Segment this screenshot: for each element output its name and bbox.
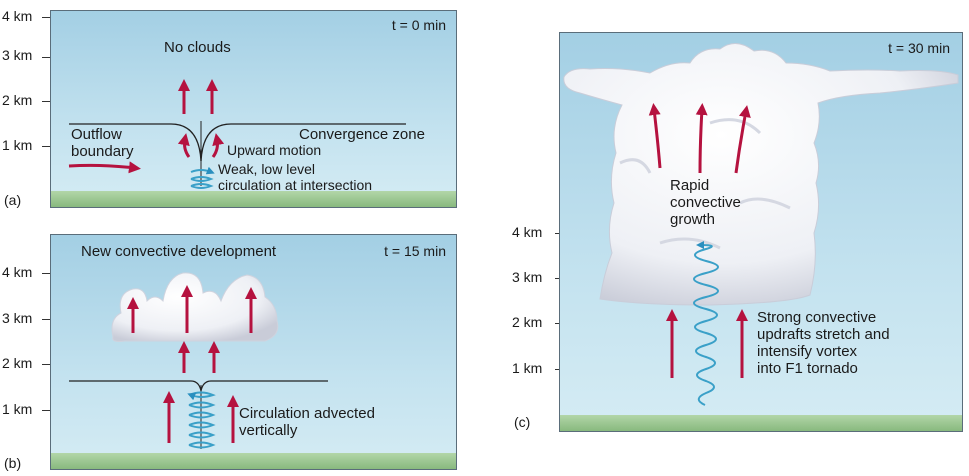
- ground: [560, 415, 962, 431]
- panel-a: t = 0 min No clouds Outflow boundary Con…: [50, 10, 457, 208]
- altitude-3km-b: 3 km: [2, 310, 33, 326]
- panel-label-b: (b): [4, 455, 22, 471]
- outflow-label-1: Outflow: [71, 126, 122, 143]
- convergence-line: [200, 123, 406, 162]
- strong-updrafts-label-4: into F1 tornado: [757, 360, 858, 377]
- rapid-growth-label-1: Rapid: [670, 177, 710, 194]
- panel-a-drawing: [68, 79, 406, 189]
- tick: [42, 273, 54, 274]
- time-label-a: t = 0 min: [391, 17, 446, 33]
- altitude-1km-a: 1 km: [2, 137, 33, 153]
- upward-motion-label: Upward motion: [227, 142, 322, 158]
- circulation-label-1: Circulation advected: [239, 405, 375, 422]
- altitude-3km-a: 3 km: [2, 47, 33, 63]
- panel-c-drawing: [563, 43, 959, 406]
- no-clouds-label: No clouds: [164, 39, 231, 56]
- small-cumulus-cloud: [111, 272, 279, 342]
- altitude-1km-c: 1 km: [512, 360, 543, 376]
- altitude-4km-b: 4 km: [2, 264, 33, 280]
- rapid-growth-label-3: growth: [670, 211, 716, 228]
- boundary-line: [69, 380, 328, 392]
- strong-updrafts-label-1: Strong convective: [757, 309, 877, 326]
- panel-b: t = 15 min New convective development Ci…: [50, 234, 457, 470]
- inflow-arrow-left: [177, 133, 191, 158]
- panel-label-c: (c): [514, 414, 531, 430]
- altitude-2km-c: 2 km: [512, 314, 543, 330]
- rapid-growth-label-2: convective: [670, 194, 741, 211]
- outflow-label-2: boundary: [71, 143, 134, 160]
- altitude-4km-a: 4 km: [2, 8, 33, 24]
- altitude-1km-b: 1 km: [2, 401, 33, 417]
- tick: [42, 57, 54, 58]
- tick: [42, 364, 54, 365]
- tick: [42, 17, 54, 18]
- tick: [42, 146, 54, 147]
- altitude-3km-c: 3 km: [512, 269, 543, 285]
- panel-b-drawing: [69, 272, 328, 449]
- tick: [42, 410, 54, 411]
- circulation-label-2: vertically: [239, 422, 298, 439]
- panel-label-a: (a): [4, 192, 22, 208]
- vortex: [189, 393, 216, 449]
- strong-updrafts-label-3: intensify vortex: [757, 343, 858, 360]
- new-convective-title: New convective development: [81, 243, 277, 260]
- time-label-c: t = 30 min: [888, 40, 950, 56]
- inflow-arrow-right: [211, 133, 225, 158]
- tornado-vortex: [693, 241, 719, 406]
- time-label-b: t = 15 min: [384, 243, 446, 259]
- outflow-boundary-line: [69, 123, 202, 162]
- thunderstorm-cloud: [563, 43, 959, 306]
- outflow-arrow: [68, 161, 141, 174]
- convergence-label: Convergence zone: [299, 126, 425, 143]
- tick: [42, 319, 54, 320]
- cloud-updraft-right: [734, 105, 751, 174]
- strong-updrafts-label-2: updrafts stretch and: [757, 326, 890, 343]
- tick: [42, 101, 54, 102]
- cloud-updraft-middle: [695, 103, 708, 174]
- panel-c: t = 30 min Rapid convective growth Stron…: [559, 32, 963, 432]
- altitude-2km-a: 2 km: [2, 92, 33, 108]
- altitude-2km-b: 2 km: [2, 355, 33, 371]
- weak-circulation-label-2: circulation at intersection: [218, 177, 373, 193]
- weak-circulation-label-1: Weak, low level: [218, 161, 316, 177]
- altitude-4km-c: 4 km: [512, 224, 543, 240]
- ground: [51, 453, 456, 469]
- cloud-updraft-left: [648, 103, 662, 169]
- weak-vortex: [190, 170, 211, 189]
- ground: [51, 191, 456, 207]
